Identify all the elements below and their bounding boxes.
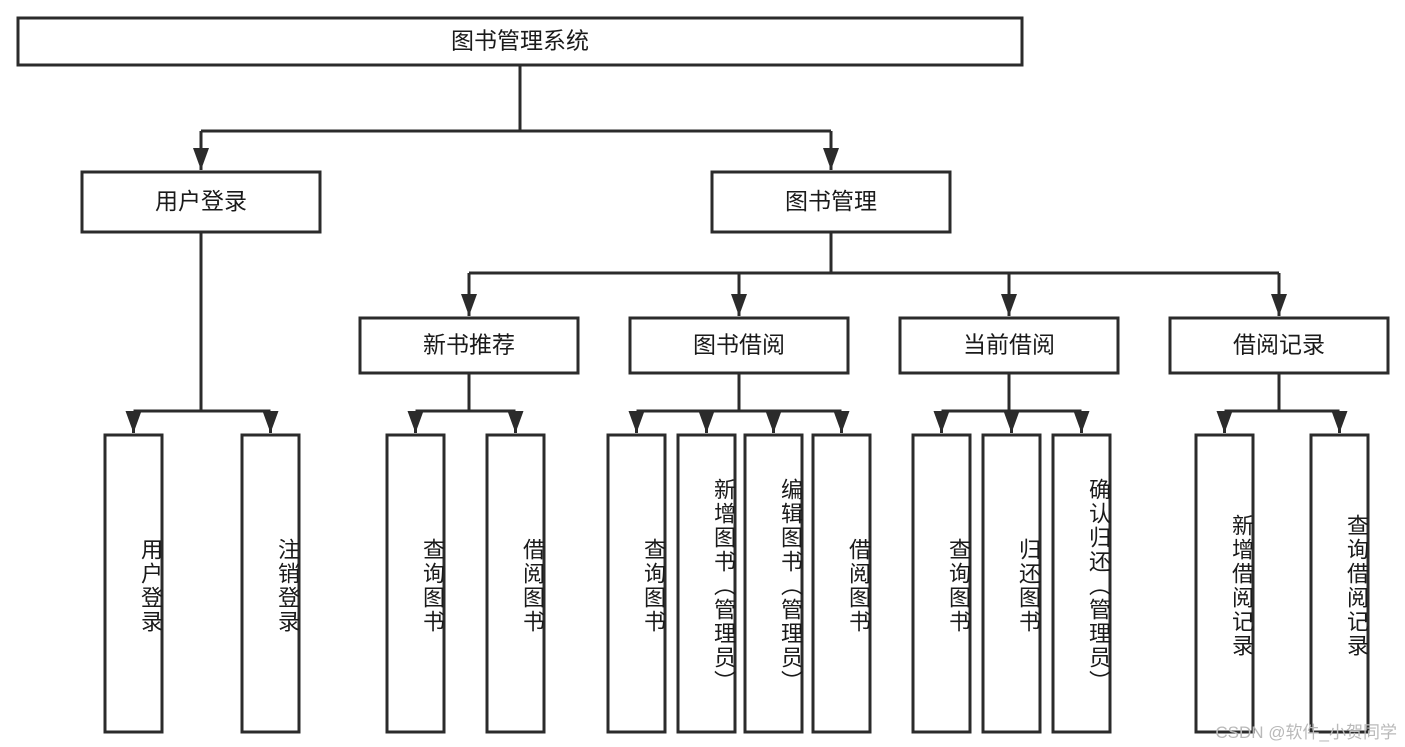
arrow-head-icon <box>193 148 209 170</box>
arrow-head-icon <box>628 411 645 433</box>
node-box-leaf-query-book-2[interactable] <box>606 433 667 734</box>
node-box-leaf-borrow-book-2[interactable] <box>811 433 872 734</box>
boxes-layer <box>16 16 1390 734</box>
arrow-head-icon <box>731 294 747 316</box>
connectors-layer <box>125 65 1348 433</box>
node-label-current-borrow: 当前借阅 <box>963 332 1055 358</box>
node-box-book-manage[interactable] <box>710 170 952 234</box>
node-box-leaf-borrow-book-1[interactable] <box>485 433 546 734</box>
node-box-leaf-query-book-3[interactable] <box>911 433 972 734</box>
node-label-book-manage: 图书管理 <box>785 188 877 214</box>
arrow-head-icon <box>1073 411 1090 433</box>
arrow-head-icon <box>1216 411 1233 433</box>
arrow-head-icon <box>823 148 839 170</box>
node-label-root: 图书管理系统 <box>451 28 589 54</box>
node-box-leaf-return-book[interactable] <box>981 433 1042 734</box>
arrow-head-icon <box>1001 294 1017 316</box>
arrow-head-icon <box>407 411 424 433</box>
node-box-leaf-add-record[interactable] <box>1194 433 1255 734</box>
node-label-book-borrow: 图书借阅 <box>693 332 785 358</box>
node-box-leaf-add-book[interactable] <box>676 433 737 734</box>
node-box-leaf-query-record[interactable] <box>1309 433 1370 734</box>
arrow-head-icon <box>1271 294 1287 316</box>
node-label-borrow-record: 借阅记录 <box>1233 332 1325 358</box>
node-box-leaf-query-book-1[interactable] <box>385 433 446 734</box>
node-label-user-login: 用户登录 <box>155 188 247 214</box>
arrow-head-icon <box>933 411 950 433</box>
node-box-leaf-user-login[interactable] <box>103 433 164 734</box>
node-box-leaf-edit-book[interactable] <box>743 433 804 734</box>
arrow-head-icon <box>833 411 850 433</box>
arrow-head-icon <box>765 411 782 433</box>
node-box-borrow-record[interactable] <box>1168 316 1390 375</box>
node-label-new-book-rec: 新书推荐 <box>423 332 515 358</box>
arrow-head-icon <box>698 411 715 433</box>
node-box-leaf-confirm-return[interactable] <box>1051 433 1112 734</box>
arrow-head-icon <box>262 411 279 433</box>
node-box-root[interactable] <box>16 16 1024 67</box>
arrow-head-icon <box>461 294 477 316</box>
node-box-book-borrow[interactable] <box>628 316 850 375</box>
node-box-user-login[interactable] <box>80 170 322 234</box>
arrow-head-icon <box>1331 411 1348 433</box>
arrow-head-icon <box>507 411 524 433</box>
node-box-leaf-logout[interactable] <box>240 433 301 734</box>
node-box-current-borrow[interactable] <box>898 316 1120 375</box>
csdn-watermark: CSDN @软件_小贺同学 <box>1215 723 1397 742</box>
arrow-head-icon <box>125 411 142 433</box>
node-box-new-book-rec[interactable] <box>358 316 580 375</box>
arrow-head-icon <box>1003 411 1020 433</box>
